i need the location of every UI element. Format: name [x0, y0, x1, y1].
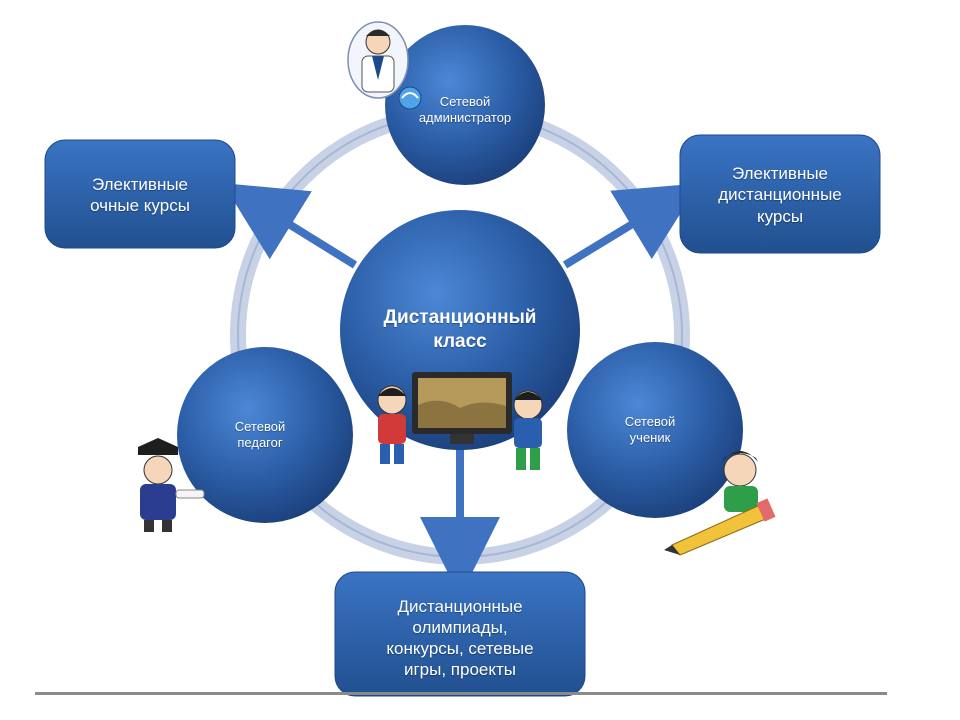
- cartoon-kids-with-monitor-icon: [377, 372, 543, 470]
- node-teacher-label: Сетевой педагог: [234, 418, 286, 450]
- arrow-to-left-box: [222, 183, 358, 269]
- box-left-label: Элективные очные курсы: [90, 174, 190, 215]
- bottom-divider: [35, 692, 887, 695]
- node-center-label: Дистанционный класс: [383, 307, 537, 352]
- box-right-shape: [679, 134, 881, 254]
- box-right-label: Элективные дистанционные курсы: [718, 164, 842, 226]
- box-bottom-label: Дистанционные олимпиады, конкурсы, сетев…: [386, 596, 534, 680]
- node-student-label: Сетевой ученик: [624, 413, 676, 445]
- box-left-shape: [44, 139, 236, 249]
- cartoon-network-admin-icon: [347, 21, 422, 110]
- node-teacher-circle: [177, 347, 353, 523]
- cartoon-teacher-icon: [138, 438, 205, 532]
- cartoon-student-with-pencil-icon: [664, 451, 776, 556]
- node-admin-circle: [385, 25, 545, 185]
- box-bottom-shape: [334, 571, 586, 697]
- arrow-to-right-box: [562, 183, 700, 269]
- node-admin-label: Сетевой администратор: [418, 93, 512, 125]
- node-student-circle: [567, 342, 743, 518]
